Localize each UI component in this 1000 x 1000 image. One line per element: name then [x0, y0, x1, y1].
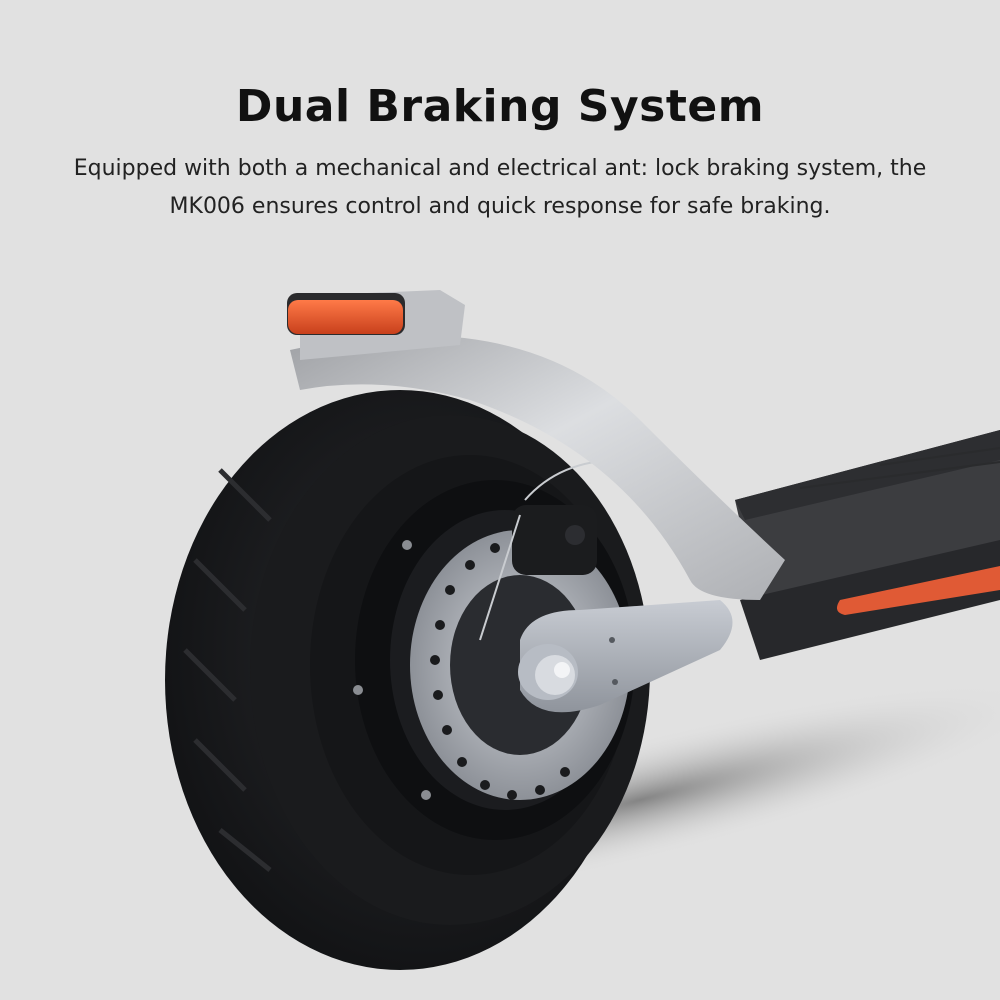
feature-description: Equipped with both a mechanical and elec… [73, 156, 927, 219]
bolt [421, 790, 431, 800]
swing-arm [518, 600, 733, 713]
tail-light-lens [288, 300, 403, 334]
side-reflector [836, 566, 1000, 615]
bolt [402, 540, 412, 550]
axle-nut [535, 655, 575, 695]
page-title: Dual Braking System [235, 81, 765, 133]
scooter-deck [735, 430, 1000, 660]
bolt [353, 685, 363, 695]
tail-light [287, 293, 405, 335]
